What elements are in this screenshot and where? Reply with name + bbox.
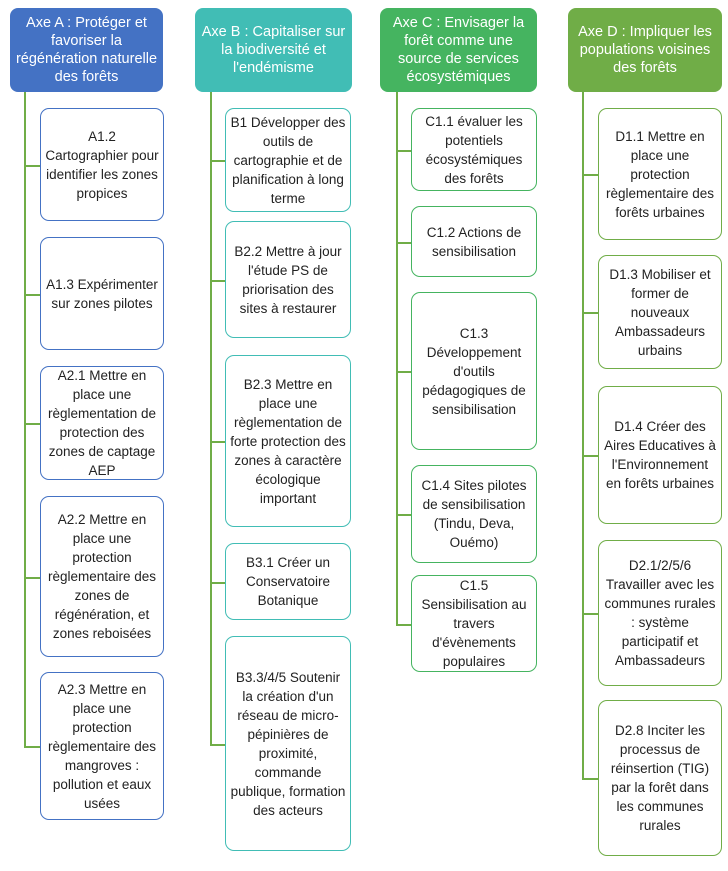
action-box-d1-1: D1.1 Mettre en place une protection règl… [598, 108, 722, 240]
axis-b-header: Axe B : Capitaliser sur la biodiversité … [195, 8, 352, 92]
branch-connector [582, 613, 598, 615]
axis-a-connector-line [24, 92, 26, 747]
action-box-a2-2: A2.2 Mettre en place une protection règl… [40, 496, 164, 657]
branch-connector [24, 576, 40, 579]
action-box-d2-1-2-5-6: D2.1/2/5/6 Travailler avec les communes … [598, 540, 722, 686]
action-box-c1-1: C1.1 évaluer les potentiels écosystémiqu… [411, 108, 537, 191]
branch-connector [210, 279, 225, 282]
branch-connector [210, 441, 225, 443]
branch-connector [396, 371, 411, 373]
branch-connector [210, 743, 225, 746]
branch-connector [396, 623, 411, 626]
action-box-b3-3-4-5: B3.3/4/5 Soutenir la création d'un résea… [225, 636, 351, 851]
branch-connector [582, 778, 598, 780]
axis-d-header: Axe D : Impliquer les populations voisin… [568, 8, 722, 92]
action-box-b2-3: B2.3 Mettre en place une règlementation … [225, 355, 351, 527]
branch-connector [582, 312, 598, 314]
action-box-d1-3: D1.3 Mobiliser et former de nouveaux Amb… [598, 255, 722, 369]
axis-c-connector-line [396, 92, 398, 625]
branch-connector [396, 149, 411, 152]
action-box-d2-8: D2.8 Inciter les processus de réinsertio… [598, 700, 722, 856]
branch-connector [582, 174, 598, 176]
action-box-b1: B1 Développer des outils de cartographie… [225, 108, 351, 212]
axis-a-header: Axe A : Protéger et favoriser la régénér… [10, 8, 163, 92]
action-box-c1-3: C1.3 Développement d'outils pédagogiques… [411, 292, 537, 450]
branch-connector [210, 581, 225, 584]
action-box-a1-2: A1.2 Cartographier pour identifier les z… [40, 108, 164, 221]
branch-connector [396, 514, 411, 516]
axis-c-header: Axe C : Envisager la forêt comme une sou… [380, 8, 537, 92]
branch-connector [582, 455, 598, 457]
branch-connector [24, 293, 40, 296]
action-box-d1-4: D1.4 Créer des Aires Educatives à l'Envi… [598, 386, 722, 524]
axis-b-connector-line [210, 92, 212, 745]
action-box-c1-2: C1.2 Actions de sensibilisation [411, 206, 537, 277]
action-box-b3-1: B3.1 Créer un Conservatoire Botanique [225, 543, 351, 620]
action-box-a2-1: A2.1 Mettre en place une règlementation … [40, 366, 164, 480]
action-box-a1-3: A1.3 Expérimenter sur zones pilotes [40, 237, 164, 350]
action-box-b2-2: B2.2 Mettre à jour l'étude PS de prioris… [225, 221, 351, 338]
branch-connector [24, 423, 40, 425]
branch-connector [210, 160, 225, 162]
branch-connector [24, 746, 40, 748]
action-box-c1-4: C1.4 Sites pilotes de sensibilisation (T… [411, 465, 537, 563]
axis-d-connector-line [582, 92, 584, 779]
branch-connector [396, 241, 411, 244]
branch-connector [24, 164, 40, 167]
action-box-a2-3: A2.3 Mettre en place une protection règl… [40, 672, 164, 820]
action-box-c1-5: C1.5 Sensibilisation au travers d'évènem… [411, 575, 537, 672]
